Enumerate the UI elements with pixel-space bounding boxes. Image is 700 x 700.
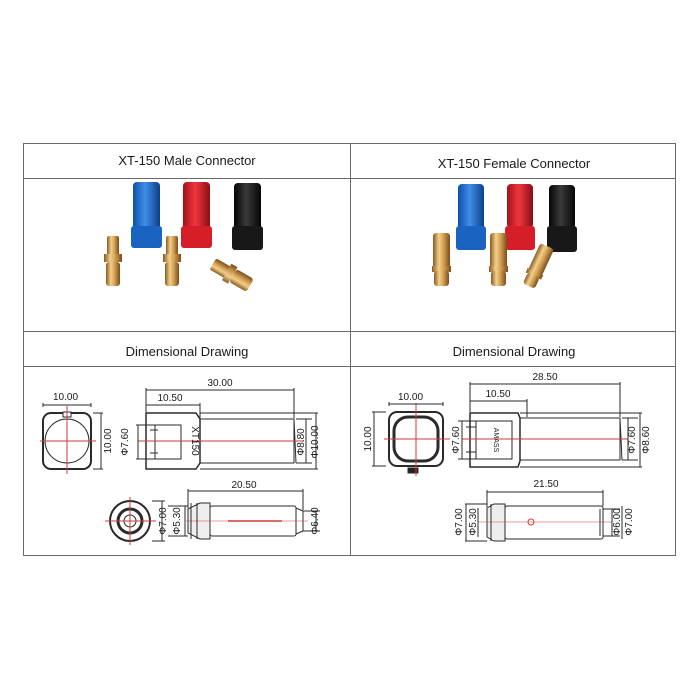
- row-divider: [24, 366, 675, 367]
- male-pin-end-view: [105, 497, 165, 545]
- black-housing: [547, 185, 577, 252]
- dim-inner-diameter: Φ7.60: [120, 428, 131, 456]
- dim-diameter-a: Φ7.60: [627, 426, 638, 454]
- male-dimension-labels: 10.00 10.00 30.00 10.50 Φ7.60 Φ8.80 Φ10.…: [53, 378, 321, 535]
- dim-head-length: 10.50: [157, 393, 182, 404]
- dim-diameter-a: Φ8.80: [296, 428, 307, 456]
- dim-head-length: 10.50: [485, 389, 510, 400]
- dim-pin-length: 20.50: [231, 480, 256, 491]
- body-marking: XT150: [189, 426, 200, 456]
- dim-front-width: 10.00: [398, 392, 423, 403]
- male-front-view: [40, 403, 103, 474]
- dim-front-height: 10.00: [103, 428, 114, 453]
- female-dimension-labels: 10.00 10.00 28.50 10.50 Φ7.60 Φ7.60 Φ8.6…: [363, 372, 652, 536]
- dim-diameter-b: Φ10.00: [310, 425, 321, 458]
- dim-pin-length: 21.50: [533, 479, 558, 490]
- dim-pin-d4: Φ7.00: [624, 508, 635, 536]
- gold-pin: [163, 236, 181, 286]
- male-drawing-title: Dimensional Drawing: [125, 344, 249, 359]
- female-connector-title: XT-150 Female Connector: [437, 156, 591, 171]
- female-dimensional-drawing: [372, 382, 642, 542]
- row-divider: [24, 331, 675, 332]
- dim-diameter-b: Φ8.60: [641, 426, 652, 454]
- red-housing: [181, 182, 212, 248]
- gold-pin: [104, 236, 122, 286]
- male-connector-title: XT-150 Male Connector: [118, 153, 256, 168]
- male-connector-photo: [104, 182, 263, 291]
- gold-socket: [489, 233, 508, 286]
- gold-socket: [432, 233, 451, 286]
- female-side-view: [458, 382, 642, 468]
- blue-housing: [131, 182, 162, 248]
- female-drawing-title: Dimensional Drawing: [452, 344, 576, 359]
- female-connector-photo: [432, 184, 577, 288]
- spec-table: XT-150 Male Connector XT-150 Female Conn…: [23, 143, 676, 556]
- dim-front-height: 10.00: [363, 426, 374, 451]
- dim-body-length: 30.00: [207, 378, 232, 389]
- dim-pin-d2: Φ5.30: [468, 508, 479, 536]
- male-pin-side-view: [168, 489, 320, 540]
- dim-pin-d2: Φ5.30: [172, 507, 183, 535]
- female-front-view: [372, 402, 450, 476]
- column-divider: [350, 144, 351, 555]
- black-housing: [232, 183, 263, 250]
- male-side-view: [136, 388, 318, 470]
- row-divider: [24, 178, 675, 179]
- dim-pin-d1: Φ7.00: [158, 507, 169, 535]
- blue-housing: [456, 184, 486, 250]
- body-marking: AMASS: [492, 428, 499, 453]
- red-housing: [505, 184, 535, 250]
- dim-inner-diameter: Φ7.60: [451, 426, 462, 454]
- dim-pin-d3: Φ6.40: [310, 507, 321, 535]
- dim-pin-d1: Φ7.00: [454, 508, 465, 536]
- male-dimensional-drawing: [40, 388, 320, 545]
- dim-pin-d3: Φ6.00: [612, 508, 623, 536]
- gold-pin: [210, 259, 253, 291]
- female-pin-side-view: [465, 490, 623, 542]
- dim-body-length: 28.50: [532, 372, 557, 383]
- gold-socket: [523, 243, 554, 288]
- dim-front-width: 10.00: [53, 392, 78, 403]
